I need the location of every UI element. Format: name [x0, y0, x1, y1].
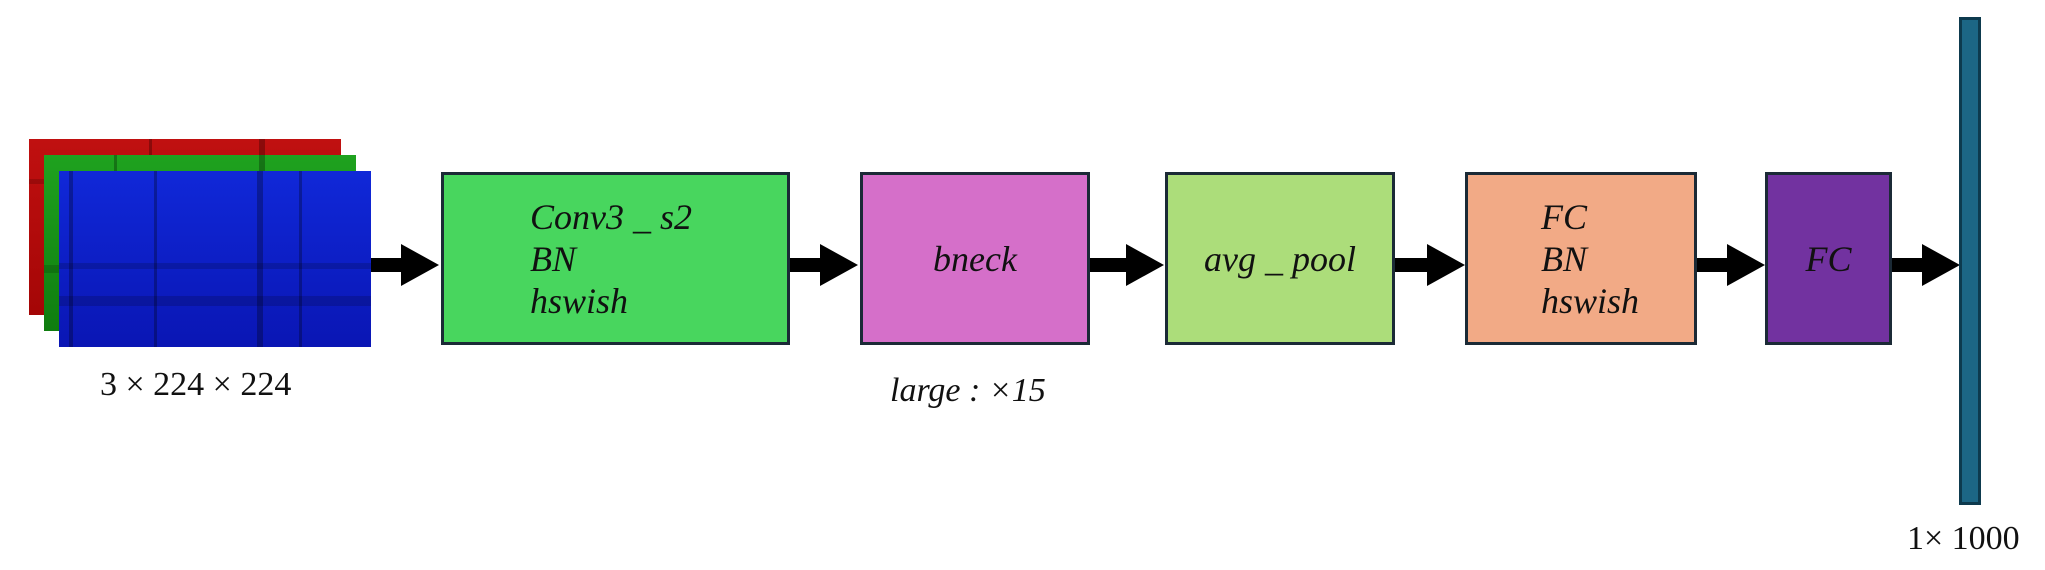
bneck-block: bneck: [860, 172, 1090, 345]
fc-bn-block-line-2: BN: [1541, 238, 1588, 279]
fc-block: FC: [1765, 172, 1892, 345]
conv-block-line-2: BN: [530, 238, 577, 279]
conv-bn-hswish-block: Conv3 _ s2 BN hswish: [441, 172, 790, 345]
fc-bn-hswish-block: FC BN hswish: [1465, 172, 1697, 345]
fc-label: FC: [1805, 238, 1852, 279]
bneck-repeat-label: large : ×15: [890, 372, 1046, 409]
arrow-fc-to-output: [1892, 244, 1960, 286]
arrow-avg-pool-to-fc-bn: [1395, 244, 1465, 286]
bneck-label: bneck: [933, 238, 1017, 279]
input-size-label: 3 × 224 × 224: [100, 366, 292, 403]
fc-bn-block-line-3: hswish: [1541, 280, 1640, 321]
conv-block-line-1: Conv3 _ s2: [530, 196, 692, 237]
conv-block-line-3: hswish: [530, 280, 629, 321]
fc-bn-block-line-1: FC: [1541, 196, 1588, 237]
avg-pool-block: avg _ pool: [1165, 172, 1395, 345]
arrow-conv-to-bneck: [790, 244, 858, 286]
arrow-fc-bn-to-fc: [1697, 244, 1765, 286]
output-size-label: 1× 1000: [1907, 520, 2020, 557]
input-channel-blue: [59, 171, 371, 347]
arrow-input-to-conv: [371, 244, 439, 286]
avg-pool-label: avg _ pool: [1204, 238, 1356, 279]
output-vector-bar: [1959, 17, 1981, 505]
arrow-bneck-to-avg-pool: [1090, 244, 1164, 286]
